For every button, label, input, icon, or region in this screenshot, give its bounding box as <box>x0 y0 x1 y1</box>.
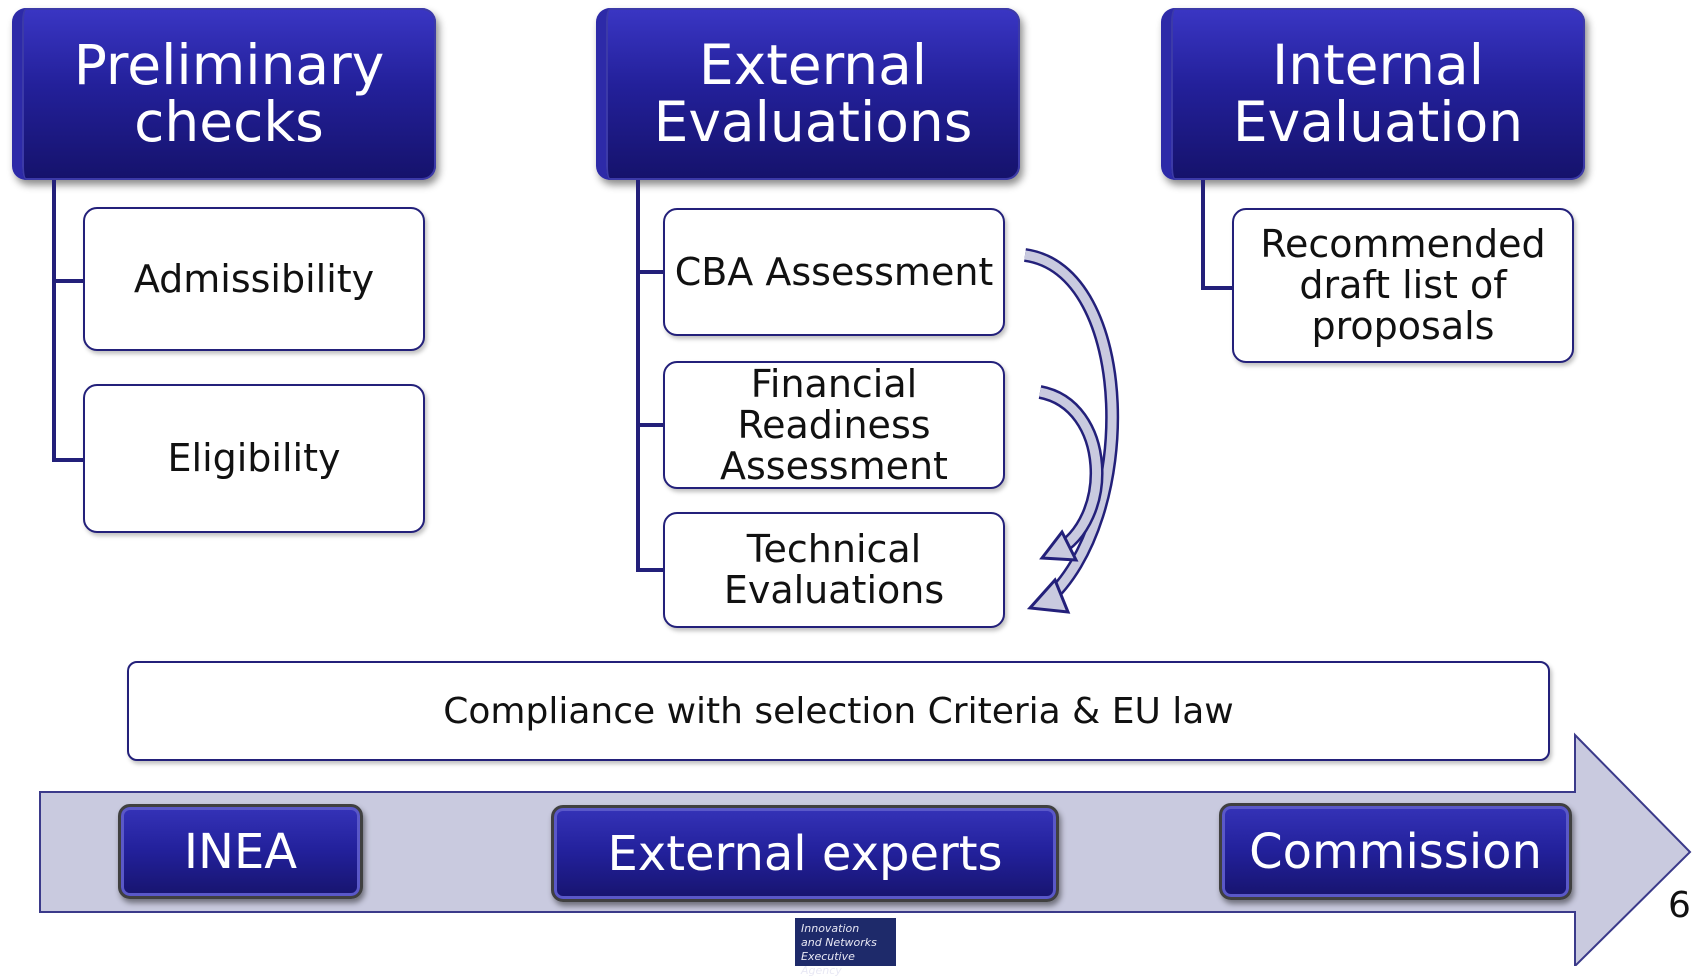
item-label: Admissibility <box>133 256 375 301</box>
item-label: Eligibility <box>167 436 341 480</box>
flow-curve-arrow-1 <box>1023 248 1120 614</box>
header-line: Internal <box>1272 33 1484 97</box>
actor-commission: Commission <box>1219 803 1572 900</box>
page-number: 6 <box>1668 885 1691 926</box>
header-internal-evaluation: Internal Evaluation <box>1161 8 1585 180</box>
tree-connector-branch <box>636 568 664 572</box>
actor-external-experts: External experts <box>551 805 1059 902</box>
actor-label: Commission <box>1249 823 1542 880</box>
tree-connector-branch <box>52 279 84 283</box>
header-external-evaluations: External Evaluations <box>596 8 1020 180</box>
item-technical-evaluations: Technical Evaluations <box>663 512 1005 628</box>
tree-connector-branch <box>52 458 84 462</box>
logo-line: Innovation <box>801 922 860 935</box>
actor-label: INEA <box>183 823 298 880</box>
inea-logo: Innovation and Networks Executive Agency <box>795 918 896 977</box>
tree-connector-vertical <box>1201 180 1205 290</box>
item-label: Financial Readiness Assessment <box>720 361 948 488</box>
item-label: CBA Assessment <box>674 249 994 294</box>
header-line: External <box>698 33 928 97</box>
item-eligibility: Eligibility <box>83 384 425 533</box>
item-recommended-draft-list: Recommended draft list of proposals <box>1232 208 1574 363</box>
item-cba-assessment: CBA Assessment <box>663 208 1005 336</box>
tree-connector-vertical <box>636 180 640 572</box>
flow-curve-arrow-2 <box>1038 385 1104 562</box>
item-label: Technical Evaluations <box>723 527 945 612</box>
header-line: Preliminary <box>73 33 385 97</box>
actor-inea: INEA <box>118 804 363 899</box>
header-line: checks <box>134 90 324 154</box>
header-preliminary-checks: Preliminary checks <box>12 8 436 180</box>
tree-connector-vertical <box>52 180 56 462</box>
compliance-label: Compliance with selection Criteria & EU … <box>443 690 1234 732</box>
header-line: Evaluations <box>653 90 973 154</box>
logo-line: Executive Agency <box>801 950 855 977</box>
tree-connector-branch <box>636 270 664 274</box>
compliance-banner: Compliance with selection Criteria & EU … <box>127 661 1550 761</box>
item-financial-readiness-assessment: Financial Readiness Assessment <box>663 361 1005 489</box>
item-admissibility: Admissibility <box>83 207 425 351</box>
actor-label: External experts <box>607 825 1003 882</box>
tree-connector-branch <box>636 423 664 427</box>
item-label: Recommended draft list of proposals <box>1260 222 1546 348</box>
tree-connector-branch <box>1201 286 1233 290</box>
header-line: Evaluation <box>1232 90 1524 154</box>
logo-line: and Networks <box>801 936 877 949</box>
